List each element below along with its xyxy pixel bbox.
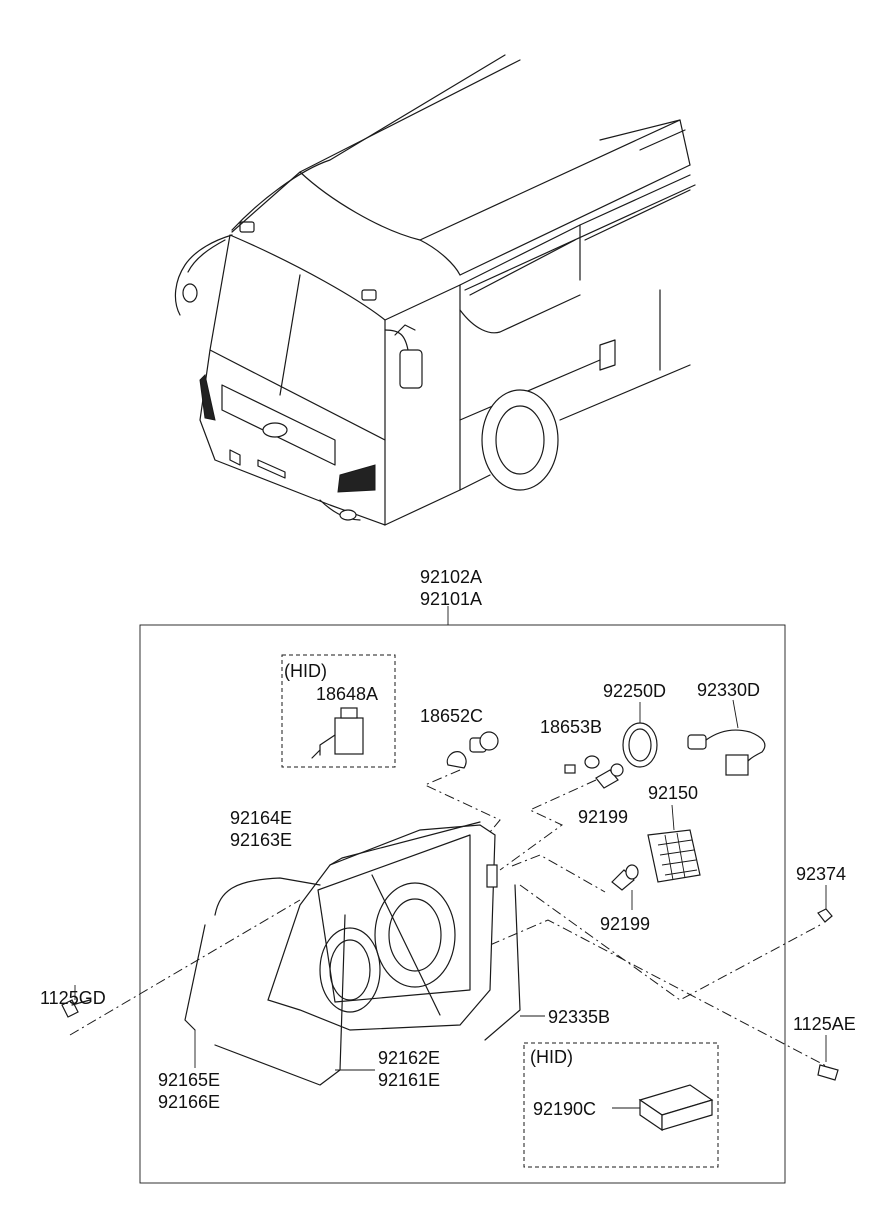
- hid-ballast-label: 92190C: [533, 1099, 596, 1119]
- screw-left-label: 1125GD: [40, 988, 106, 1008]
- connector-line-1: [423, 769, 501, 833]
- small-bulb-icon: [446, 731, 499, 769]
- connector-line-4: [519, 884, 821, 1001]
- bulb-lower-label: 92199: [600, 914, 650, 934]
- connector-line-3: [511, 854, 606, 893]
- seal-bottom-a-label: 92162E: [378, 1048, 440, 1068]
- retainer-label: 92250D: [603, 681, 666, 701]
- small-socket-icon: [564, 755, 600, 774]
- small-socket-label: 18653B: [540, 717, 602, 737]
- screw-right-label: 1125AE: [793, 1014, 856, 1034]
- screw-left-icon: [61, 985, 91, 1018]
- cover-label: 92150: [648, 783, 698, 803]
- seal-top-icon: [214, 877, 321, 916]
- hid-box-bottom: [523, 1042, 719, 1168]
- assembly-part-a-label: 92102A: [420, 567, 482, 587]
- bulb-upper-label: 92199: [578, 807, 628, 827]
- small-bulb-label: 18652C: [420, 706, 483, 726]
- assembly-box: [139, 624, 786, 1184]
- connector-line-5: [489, 919, 831, 1069]
- seal-bottom-icon: [214, 914, 346, 1086]
- bulb-lower-icon: [611, 864, 639, 910]
- hid-bottom-title: (HID): [530, 1047, 573, 1067]
- headlamp-housing-icon: [267, 821, 498, 1031]
- nut-label: 92374: [796, 864, 846, 884]
- connector-line-2: [499, 779, 597, 871]
- seal-left-icon: [184, 924, 206, 1031]
- seal-side-label: 92335B: [548, 1007, 610, 1027]
- harness-label: 92330D: [697, 680, 760, 700]
- hid-box-top: [281, 654, 396, 768]
- seal-left-b-label: 92166E: [158, 1092, 220, 1112]
- rear-cover-icon: [647, 804, 701, 883]
- assembly-part-b-label: 92101A: [420, 589, 482, 609]
- harness-icon: [687, 699, 766, 776]
- hid-igniter-icon: [311, 707, 364, 759]
- nut-icon: [817, 885, 833, 923]
- seal-top-a-label: 92164E: [230, 808, 292, 828]
- bulb-upper-icon: [595, 763, 624, 789]
- hid-igniter-label: 18648A: [316, 684, 378, 704]
- bus-illustration: [174, 54, 696, 526]
- screw-right-icon: [817, 1035, 839, 1081]
- connector-line-6: [69, 899, 301, 1036]
- seal-top-b-label: 92163E: [230, 830, 292, 850]
- seal-left-a-label: 92165E: [158, 1070, 220, 1090]
- hid-top-title: (HID): [284, 661, 327, 681]
- hid-ballast-icon: [638, 1084, 714, 1132]
- seal-side-icon: [484, 884, 521, 1041]
- seal-bottom-b-label: 92161E: [378, 1070, 440, 1090]
